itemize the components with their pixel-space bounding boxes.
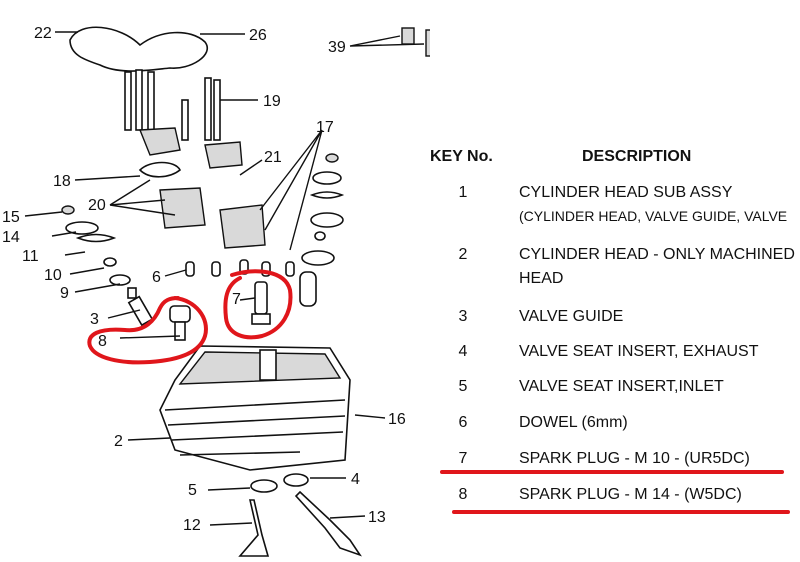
header-description: DESCRIPTION	[582, 148, 692, 165]
callout-18: 18	[53, 173, 71, 190]
highlight-underline-row-7	[440, 470, 784, 474]
row-key: 7	[458, 450, 468, 467]
parts-key-table: KEY No. DESCRIPTION 1 CYLINDER HEAD SUB …	[430, 140, 800, 540]
table-row: 7 SPARK PLUG - M 10 - (UR5DC)	[430, 450, 800, 478]
callout-4: 4	[351, 471, 360, 488]
row-key: 3	[458, 308, 468, 325]
callout-15: 15	[2, 209, 20, 226]
valve-guide-part	[127, 295, 154, 327]
row-desc-cont: HEAD	[519, 270, 564, 287]
row-key: 5	[458, 378, 468, 395]
row-desc: SPARK PLUG - M 10 - (UR5DC)	[519, 450, 750, 467]
rocker-assembly	[138, 127, 266, 249]
row-key: 1	[458, 184, 468, 201]
row-desc: VALVE SEAT INSERT, EXHAUST	[519, 343, 759, 360]
row-key: 6	[458, 414, 468, 431]
highlight-loop-plug-m14	[87, 296, 208, 365]
row-desc: SPARK PLUG - M 14 - (W5DC)	[519, 486, 742, 503]
row-key: 8	[458, 486, 468, 503]
callout-21: 21	[264, 149, 282, 166]
row-key: 2	[458, 246, 468, 263]
callout-2: 2	[114, 433, 123, 450]
table-row: 8 SPARK PLUG - M 14 - (W5DC)	[430, 486, 800, 514]
callout-11: 11	[22, 248, 39, 265]
row-desc: DOWEL (6mm)	[519, 414, 628, 431]
callout-8: 8	[98, 333, 107, 350]
spark-plug-m10-part	[251, 281, 271, 325]
highlight-loop-plug-m10	[223, 269, 293, 340]
table-row: 1 CYLINDER HEAD SUB ASSY (CYLINDER HEAD,…	[430, 184, 800, 224]
valve-spring-right	[299, 153, 345, 307]
row-desc: CYLINDER HEAD SUB ASSY	[519, 184, 733, 201]
header-key-no: KEY No.	[430, 148, 493, 165]
callout-3: 3	[90, 311, 99, 328]
callout-22: 22	[34, 25, 52, 42]
callout-9: 9	[60, 285, 69, 302]
table-row: 6 DOWEL (6mm)	[430, 414, 800, 442]
row-desc: VALVE GUIDE	[519, 308, 624, 325]
valve-spring-left	[61, 205, 137, 299]
table-row: 3 VALVE GUIDE	[430, 308, 800, 336]
callout-10: 10	[44, 267, 62, 284]
callout-19: 19	[263, 93, 281, 110]
callout-6: 6	[152, 269, 161, 286]
callout-12: 12	[183, 517, 201, 534]
spark-plug-m14-part	[169, 305, 191, 341]
valve-cap-part	[401, 27, 415, 45]
callout-16: 16	[388, 411, 406, 428]
highlight-underline-row-8	[452, 510, 790, 514]
callout-20: 20	[88, 197, 106, 214]
cylinder-head-casting	[159, 345, 351, 471]
callout-17: 17	[316, 119, 334, 136]
table-row: 4 VALVE SEAT INSERT, EXHAUST	[430, 343, 800, 371]
table-row: 5 VALVE SEAT INSERT,INLET	[430, 378, 800, 406]
row-key: 4	[458, 343, 468, 360]
callout-14: 14	[2, 229, 20, 246]
callout-7: 7	[232, 291, 241, 308]
callout-13: 13	[368, 509, 386, 526]
valves-and-seats	[238, 473, 362, 557]
callout-39: 39	[328, 39, 346, 56]
row-desc: VALVE SEAT INSERT,INLET	[519, 378, 724, 395]
callout-26: 26	[249, 27, 267, 44]
cylinder-head-bolts	[124, 69, 221, 141]
row-desc: CYLINDER HEAD - ONLY MACHINED	[519, 246, 795, 263]
table-row: 2 CYLINDER HEAD - ONLY MACHINED HEAD	[430, 246, 800, 287]
cover-gasket	[69, 26, 208, 72]
row-desc-cont: (CYLINDER HEAD, VALVE GUIDE, VALVE	[519, 208, 788, 224]
cylinder-head-exploded-diagram: 22 26 39 19 17 21 18 20 15 14 11 10 6 9 …	[2, 25, 430, 557]
callout-5: 5	[188, 482, 197, 499]
